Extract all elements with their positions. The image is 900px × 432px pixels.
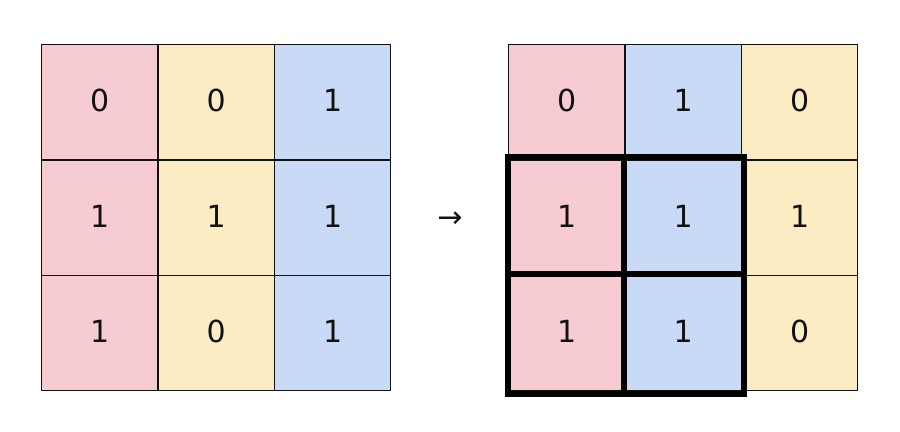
- output-cell-r3c2: 1: [625, 276, 741, 390]
- input-cell-r2c1: 1: [42, 160, 157, 275]
- output-cell-r2c1: 1: [509, 160, 624, 275]
- right-arrow-icon: →: [437, 200, 463, 235]
- input-cell-r1c3: 1: [275, 45, 390, 159]
- input-cell-r3c1: 1: [42, 276, 157, 390]
- input-cell-r3c2: 0: [158, 276, 274, 390]
- output-cell-r1c3: 0: [742, 45, 857, 159]
- output-cell-r1c1: 0: [509, 45, 624, 159]
- input-cell-r1c2: 0: [158, 45, 274, 159]
- output-grid: 0 1 0 1 1 1 1 1 0: [508, 44, 858, 391]
- output-cell-r1c2: 1: [625, 45, 741, 159]
- output-cell-r2c2: 1: [625, 160, 741, 275]
- output-cell-r3c3: 0: [742, 276, 857, 390]
- input-cell-r1c1: 0: [42, 45, 157, 159]
- input-cell-r2c3: 1: [275, 160, 390, 275]
- input-cell-r3c3: 1: [275, 276, 390, 390]
- output-cell-r3c1: 1: [509, 276, 624, 390]
- input-grid: 0 0 1 1 1 1 1 0 1: [41, 44, 391, 391]
- output-cell-r2c3: 1: [742, 160, 857, 275]
- input-cell-r2c2: 1: [158, 160, 274, 275]
